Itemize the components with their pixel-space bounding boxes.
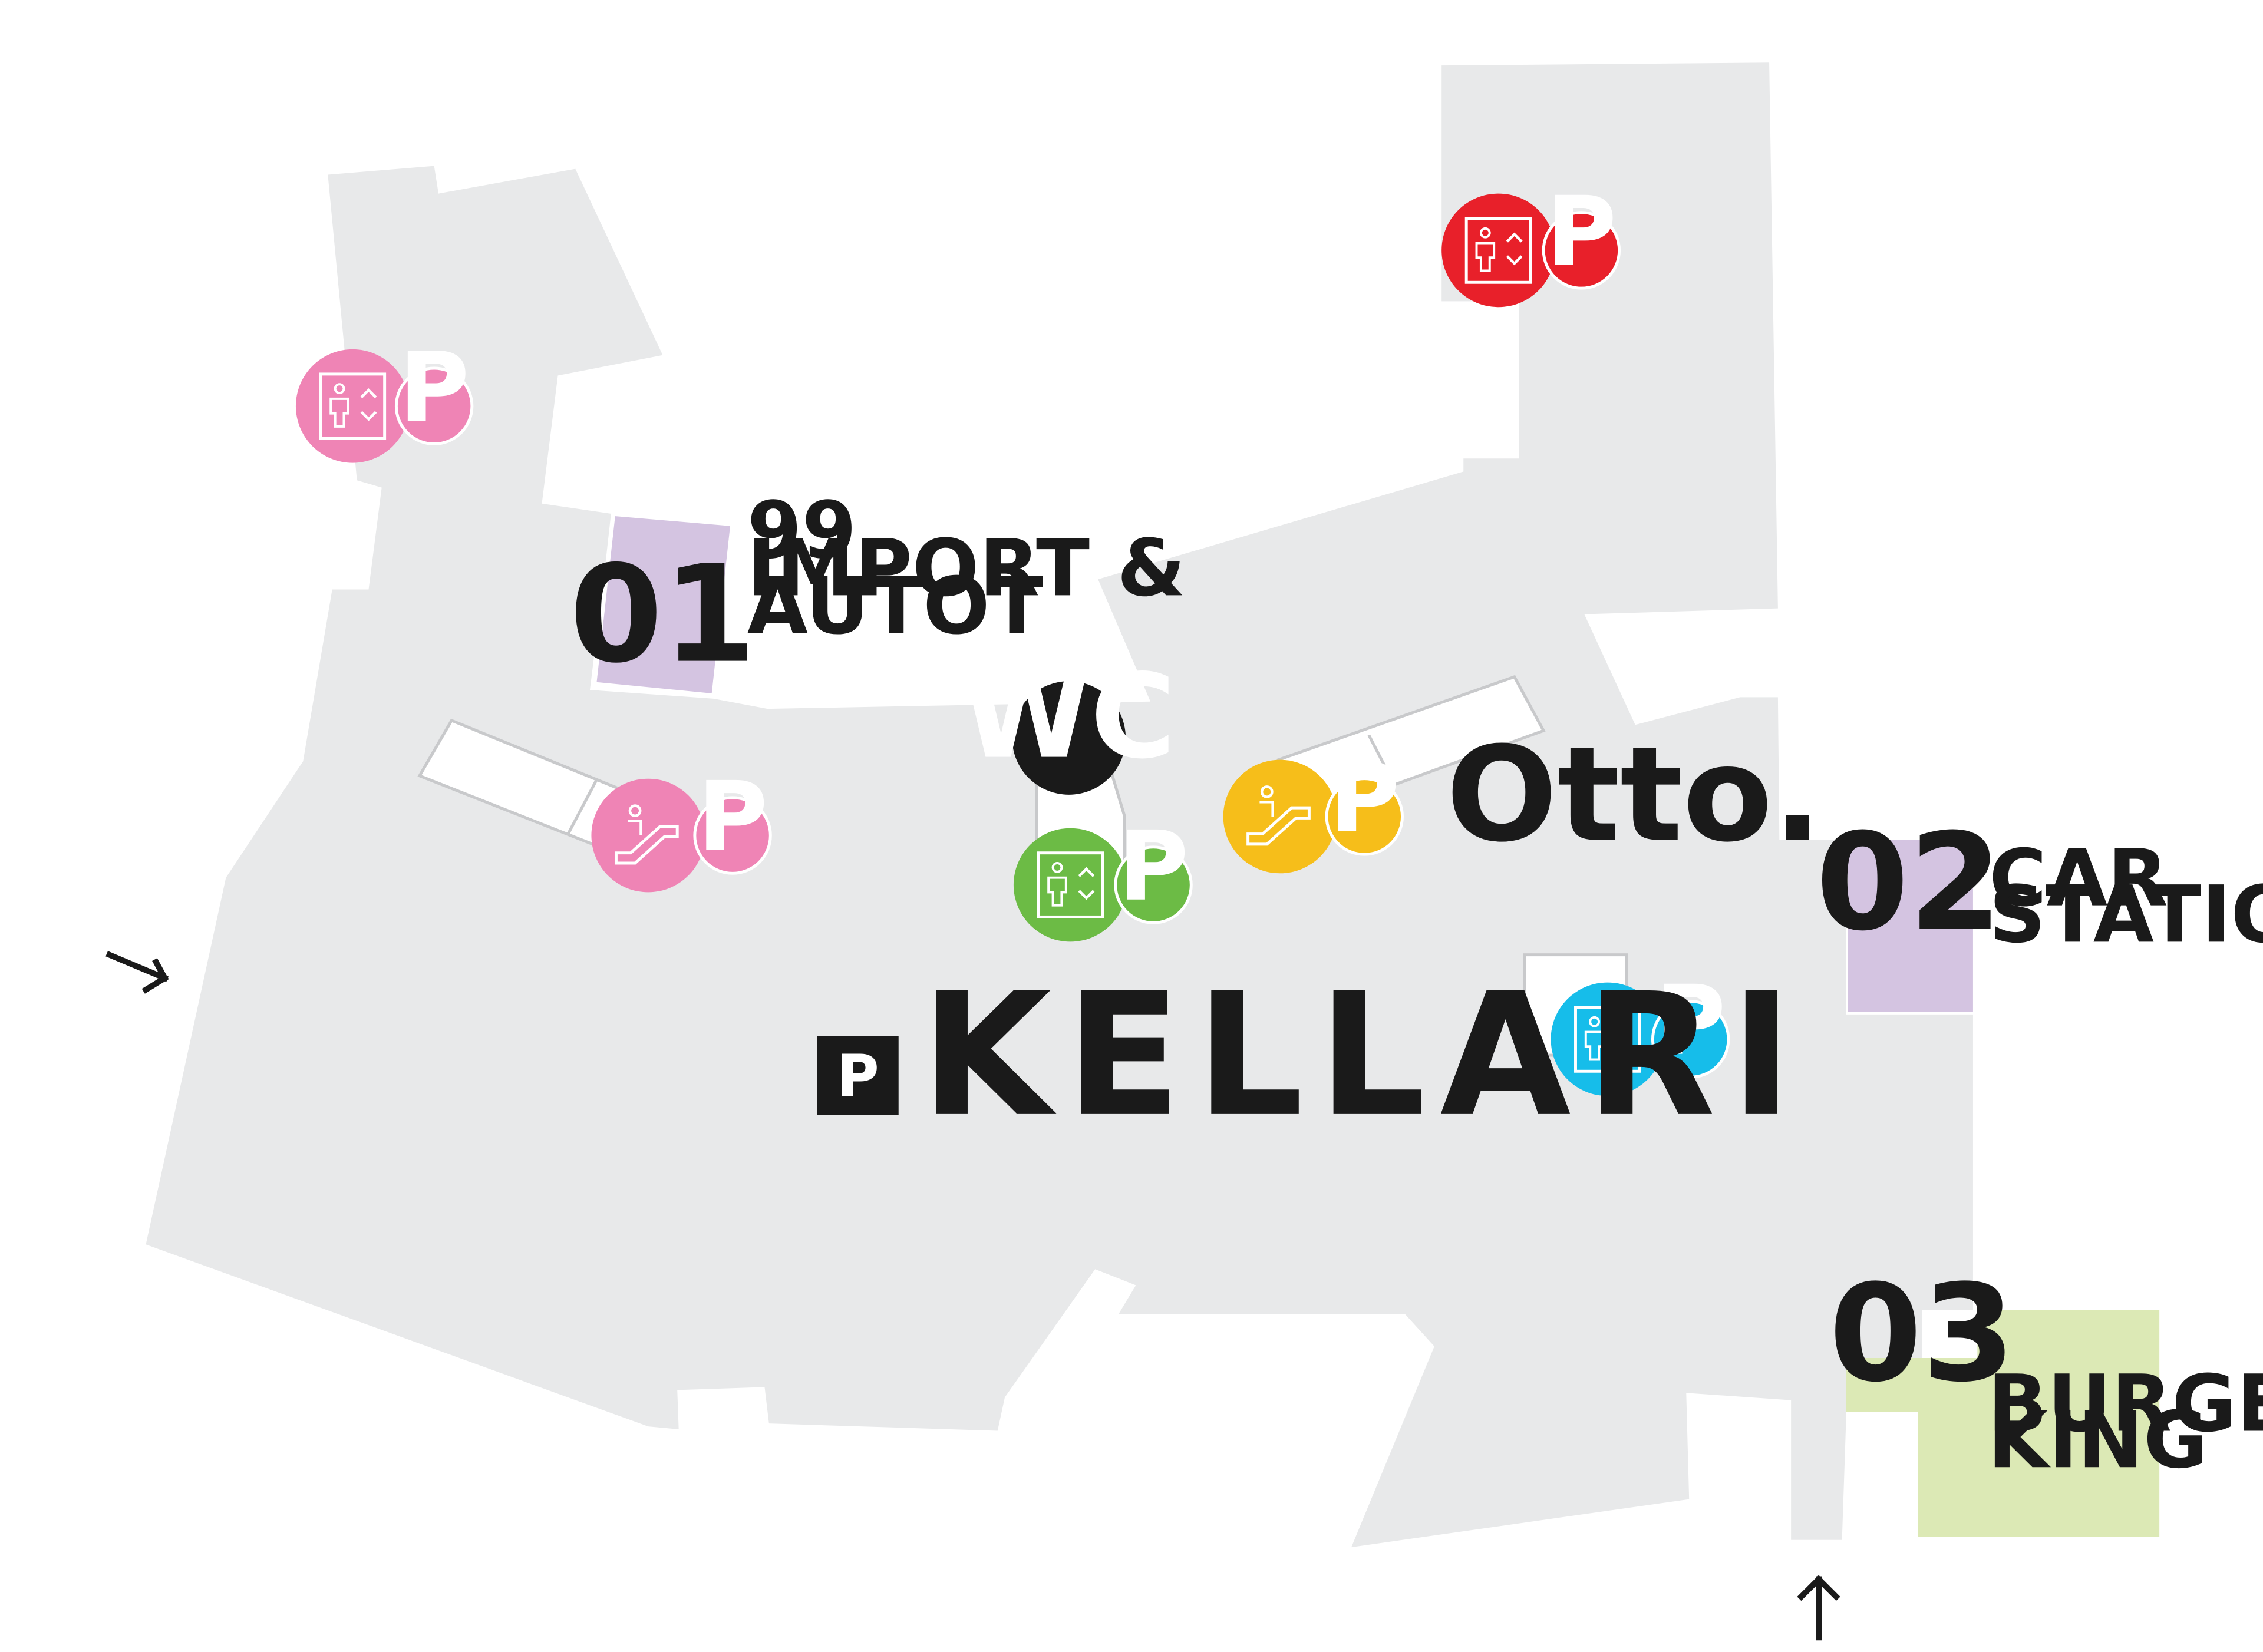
floor-title: P KELLARI xyxy=(817,957,1807,1154)
parking-p-label: P xyxy=(1118,811,1189,923)
wc-marker[interactable]: WC xyxy=(962,649,1176,795)
marker-elevator-pink[interactable]: P xyxy=(295,332,474,463)
marker-escalator-yellow[interactable]: P xyxy=(1223,743,1404,874)
parking-p-label: P xyxy=(399,332,469,444)
marker-elevator-green[interactable]: P xyxy=(1013,811,1193,942)
otto-logo[interactable]: Otto. xyxy=(1446,719,1823,871)
parking-p-label: P xyxy=(1546,177,1617,288)
unit-02-name-line1: CAR xyxy=(1989,833,2168,924)
parking-p-label: P xyxy=(1330,743,1400,854)
wc-circle xyxy=(1012,681,1126,795)
entrance-arrow-icon xyxy=(105,951,169,994)
parking-badge xyxy=(817,1036,899,1115)
marker-elevator-red[interactable]: P xyxy=(1441,177,1621,308)
unit-02-name-line2: STATION xyxy=(1989,869,2263,960)
unit-03-area xyxy=(1846,1310,2160,1537)
unit-02[interactable]: 02 CAR STATION xyxy=(1816,804,2263,1012)
unit-03-number: 03 xyxy=(1829,1255,2015,1412)
floor-title-text: KELLARI xyxy=(921,957,1807,1154)
marker-elevator-blue[interactable]: P xyxy=(1551,966,1730,1096)
parking-p-label: P xyxy=(697,762,768,873)
unit-01-area xyxy=(592,511,735,698)
unit-01-number: 01 xyxy=(569,537,756,693)
escalator-west-divider xyxy=(566,778,599,835)
unit-02-number: 02 xyxy=(1816,804,2002,960)
unit-03-name-line1: BURGER xyxy=(1988,1358,2263,1449)
unit-01[interactable]: 01 99 IMPORT & AUTOT xyxy=(569,485,1186,698)
marker-escalator-pink[interactable]: P xyxy=(591,762,772,893)
wc-label: WC xyxy=(962,649,1176,785)
unit-03[interactable]: 03 BURGER KING xyxy=(1829,1255,2263,1537)
parking-badge-label: P xyxy=(836,1042,879,1110)
unit-03-name-line2: KING xyxy=(1988,1395,2208,1486)
unit-01-name-line2: IMPORT & xyxy=(747,523,1186,614)
parking-p-label: P xyxy=(1655,966,1726,1077)
unit-01-name-line1: 99 xyxy=(747,485,857,576)
escalator-east-divider xyxy=(1367,734,1397,787)
unit-02-area xyxy=(1848,840,1973,1012)
unit-01-name-line3: AUTOT xyxy=(747,561,1044,652)
entrance-arrow-icon-south xyxy=(1797,1575,1840,1641)
